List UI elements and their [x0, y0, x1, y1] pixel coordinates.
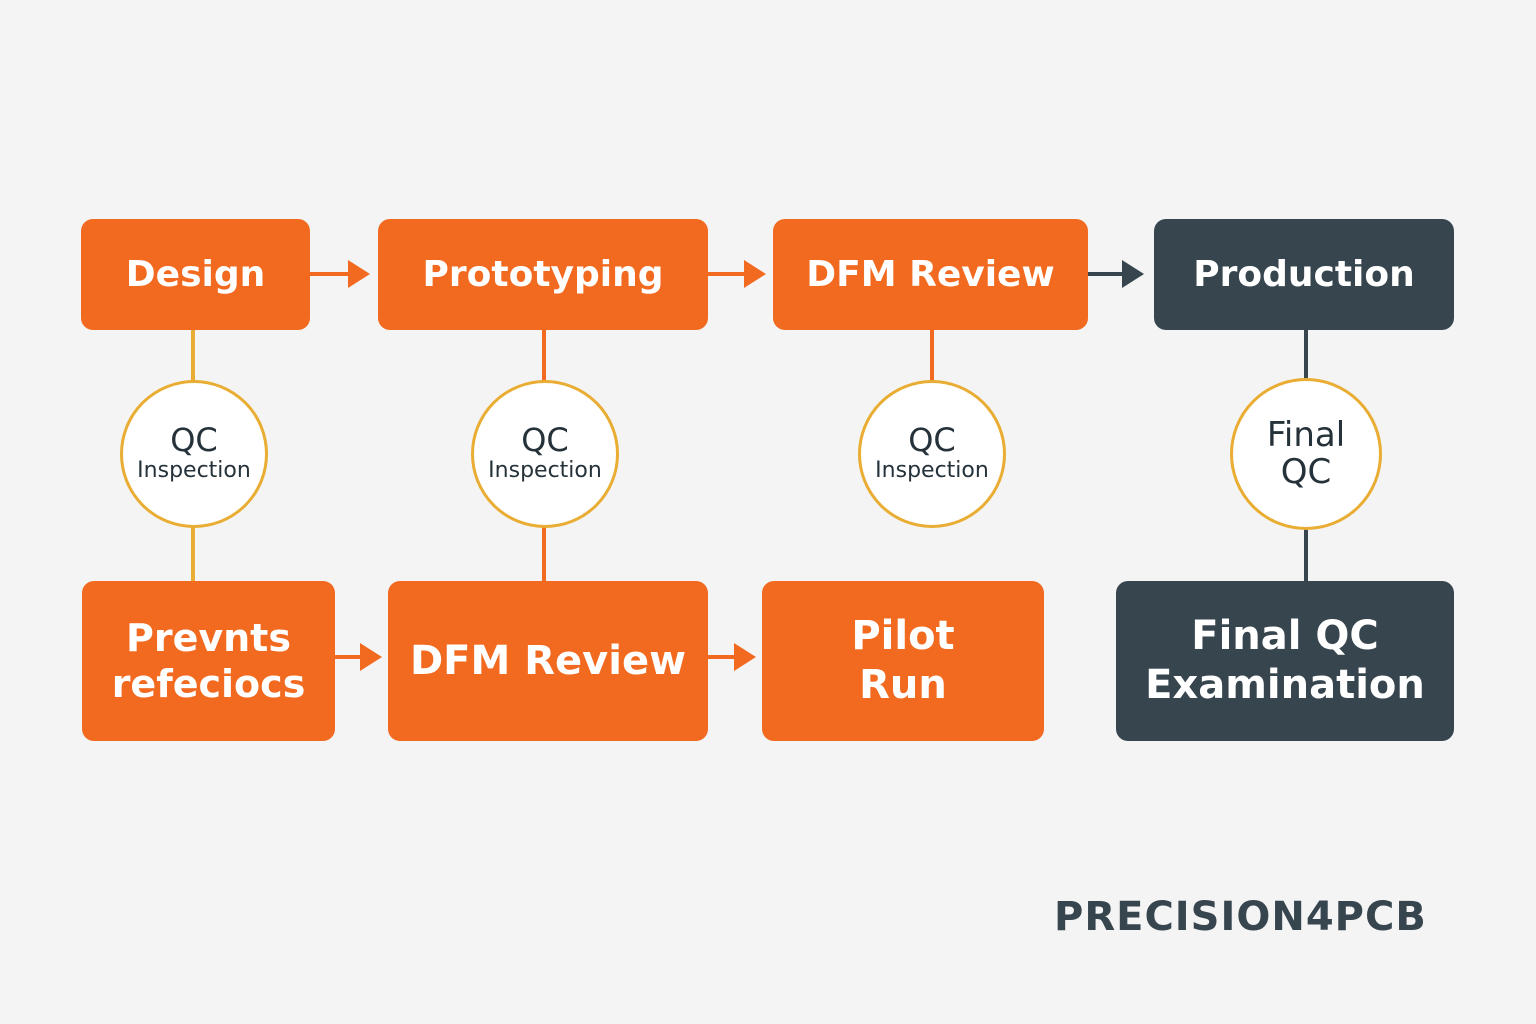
arrow-dfm-to-production	[1088, 260, 1144, 288]
brand-logo: PRECISION4PCB	[1054, 894, 1427, 940]
step-label: Design	[125, 253, 266, 295]
step-design: Design	[81, 219, 310, 330]
step-label-line1: Final QC	[1191, 613, 1379, 660]
step-production: Production	[1154, 219, 1454, 330]
step-label: Production	[1193, 253, 1415, 295]
final-qc-checkpoint: Final QC	[1230, 378, 1382, 530]
checkpoint-line2: Inspection	[875, 458, 989, 484]
arrow-design-to-prototyping	[310, 260, 370, 288]
step-label-line2: Run	[859, 662, 947, 708]
step-prototyping: Prototyping	[378, 219, 708, 330]
step-dfm-review: DFM Review	[773, 219, 1088, 330]
qc-inspection-checkpoint: QC Inspection	[120, 380, 268, 528]
checkpoint-line2: Inspection	[137, 458, 251, 484]
checkpoint-line1: QC	[170, 421, 218, 460]
qc-inspection-checkpoint: QC Inspection	[471, 380, 619, 528]
checkpoint-line2: QC	[1280, 452, 1332, 492]
step-dfm-review-bottom: DFM Review	[388, 581, 708, 741]
step-label-line1: DFM Review	[409, 637, 687, 684]
checkpoint-line1: QC	[521, 421, 569, 460]
step-label: DFM Review	[806, 253, 1055, 295]
step-prevents-defects: Prevnts refeciocs	[82, 581, 335, 741]
step-label: Prototyping	[422, 253, 664, 295]
step-final-qc-examination: Final QC Examination	[1116, 581, 1454, 741]
arrow-prototyping-to-dfm	[708, 260, 766, 288]
checkpoint-line1: QC	[908, 421, 956, 460]
checkpoint-line1: Final	[1266, 414, 1346, 455]
step-label-line2: Examination	[1145, 662, 1425, 708]
arrow-bottom-1-to-2	[335, 643, 382, 671]
step-label-line2: refeciocs	[111, 662, 306, 706]
step-label-line1: Pilot	[851, 613, 955, 660]
qc-inspection-checkpoint: QC Inspection	[858, 380, 1006, 528]
arrow-bottom-2-to-3	[708, 643, 756, 671]
step-label-line1: Prevnts	[126, 615, 291, 660]
step-pilot-run: Pilot Run	[762, 581, 1044, 741]
checkpoint-line2: Inspection	[488, 458, 602, 484]
